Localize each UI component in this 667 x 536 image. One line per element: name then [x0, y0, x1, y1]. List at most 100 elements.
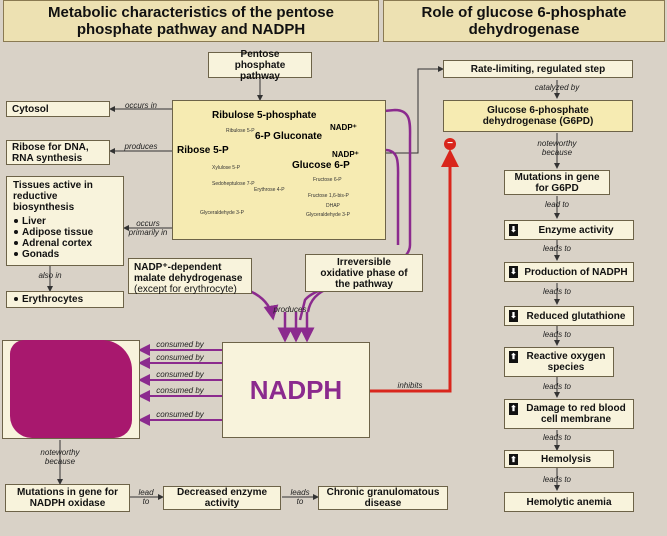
decreased-label: Decreased enzyme activity	[176, 487, 268, 509]
pathway-small-5: Fructose 6-P	[313, 177, 342, 183]
tissues-box: Tissues active in reductive biosynthesis…	[6, 176, 124, 266]
tissue-item: Gonads	[13, 249, 117, 260]
ppp-label-box: Pentose phosphate pathway	[208, 49, 312, 82]
reduced-glutathione-label: Reduced glutathione	[526, 310, 626, 322]
g6pd-box: Glucose 6-phosphate dehydrogenase (G6PD)	[443, 100, 633, 132]
cytosol-box: Cytosol	[6, 101, 110, 117]
produces-nadph-label: produces	[273, 305, 307, 314]
damage-box: ⬆ Damage to red blood cell membrane	[504, 399, 634, 429]
malate-label: NADP⁺-dependent malate dehydrogenase	[134, 262, 243, 284]
occurs-in-label: occurs in	[124, 101, 157, 110]
pathway-small-1: Xylulose 5-P	[212, 165, 241, 171]
cytosol-label: Cytosol	[12, 103, 49, 115]
production-nadph-label: Production of NADPH	[524, 266, 628, 278]
malate-note: (except for erythrocyte)	[134, 284, 237, 295]
malate-box: NADP⁺-dependent malate dehydrogenase (ex…	[128, 258, 252, 295]
hemolysis-box: ⬆ Hemolysis	[504, 450, 614, 468]
inhibition-minus-icon	[444, 138, 456, 150]
pathway-ribose: Ribose 5-P	[177, 145, 229, 156]
produces-label: produces	[124, 142, 158, 151]
ros-label: Reactive oxygen species	[526, 351, 606, 373]
consumed-label: consumed by	[156, 340, 204, 349]
leads-to-label: leads to	[542, 475, 572, 484]
pathway-small-3: Erythrose 4-P	[254, 187, 285, 193]
reduced-glutathione-box: ⬇ Reduced glutathione	[504, 306, 634, 326]
tissues-list: Liver Adipose tissue Adrenal cortex Gona…	[13, 216, 117, 260]
catalyzed-by-label: catalyzed by	[534, 83, 580, 92]
ppp-label: Pentose phosphate pathway	[234, 48, 286, 82]
pathway-glucose: Glucose 6-P	[292, 160, 350, 171]
header-right: Role of glucose 6-phosphate dehydrogenas…	[383, 0, 665, 42]
enzyme-activity-box: ⬇ Enzyme activity	[504, 220, 634, 240]
hemolysis-label: Hemolysis	[540, 453, 592, 465]
pathway-ribulose: Ribulose 5-phosphate	[212, 110, 317, 121]
leads-to-label: leads to	[290, 488, 310, 506]
leads-to-label: leads to	[542, 244, 572, 253]
arrow-to-rate-limiting	[386, 66, 444, 154]
consumed-label: consumed by	[156, 370, 204, 379]
down-arrow-icon: ⬇	[509, 266, 518, 278]
anemia-box: Hemolytic anemia	[504, 492, 634, 512]
leads-to-label: leads to	[542, 433, 572, 442]
inhibits-label: inhibits	[397, 381, 423, 390]
anemia-label: Hemolytic anemia	[526, 496, 612, 508]
pathway-small-8: Glyceraldehyde 3-P	[306, 212, 350, 218]
also-in-label: also in	[38, 271, 62, 280]
pathway-small-2: Sedoheptulose 7-P	[212, 181, 255, 187]
damage-label: Damage to red blood cell membrane	[526, 403, 626, 425]
tissue-item: Adipose tissue	[13, 227, 117, 238]
down-arrow-icon: ⬇	[509, 224, 518, 236]
lead-to-label: lead to	[138, 488, 154, 506]
consumed-label: consumed by	[156, 353, 204, 362]
pathway-small-6: Fructose 1,6-bis-P	[308, 193, 349, 199]
ribose-dna-label: Ribose for DNA, RNA synthesis	[12, 141, 89, 164]
noteworthy-left-label: noteworthy because	[40, 448, 80, 466]
lead-to-right-label: lead to	[544, 200, 570, 209]
redaction-mark	[10, 340, 132, 438]
rate-limiting-box: Rate-limiting, regulated step	[443, 60, 633, 78]
leads-to-label: leads to	[542, 330, 572, 339]
oxidative-label: Irreversible oxidative phase of the path…	[320, 256, 408, 290]
leads-to-label: leads to	[542, 287, 572, 296]
pathway-gluconate: 6-P Gluconate	[255, 131, 323, 142]
tissues-title: Tissues active in reductive biosynthesis	[13, 180, 93, 213]
mutations-g6pd-label: Mutations in gene for G6PD	[514, 171, 600, 194]
mutations-nadph-box: Mutations in gene for NADPH oxidase	[5, 484, 130, 512]
pathway-box	[172, 100, 386, 240]
down-arrow-icon: ⬇	[509, 310, 518, 322]
consumed-label: consumed by	[156, 410, 204, 419]
noteworthy-right-label: noteworthy because	[537, 139, 577, 157]
tissue-item: Adrenal cortex	[13, 238, 117, 249]
consumed-label: consumed by	[156, 386, 204, 395]
mutations-nadph-label: Mutations in gene for NADPH oxidase	[16, 487, 119, 509]
pathway-small-4: Glyceraldehyde 3-P	[200, 210, 244, 216]
pathway-nadp-1: NADP⁺	[330, 123, 357, 132]
pathway-small-0: Ribulose 5-P	[226, 128, 255, 134]
nadph-label: NADPH	[249, 375, 343, 405]
mutations-g6pd-box: Mutations in gene for G6PD	[504, 170, 610, 195]
granulomatous-label: Chronic granulomatous disease	[326, 487, 440, 509]
erythrocytes-list: Erythrocytes	[13, 294, 117, 305]
arrow-inhibits	[370, 149, 459, 393]
up-arrow-icon: ⬆	[509, 454, 518, 465]
erythrocytes-box: Erythrocytes	[6, 291, 124, 308]
pathway-nadp-2: NADP⁺	[332, 150, 359, 159]
up-arrow-icon: ⬆	[509, 351, 518, 363]
pathway-small-7: DHAP	[326, 203, 340, 209]
header-left-text: Metabolic characteristics of the pentose…	[48, 4, 334, 38]
oxidative-box: Irreversible oxidative phase of the path…	[305, 254, 423, 292]
rate-limiting-label: Rate-limiting, regulated step	[470, 63, 606, 75]
g6pd-label: Glucose 6-phosphate dehydrogenase (G6PD)	[482, 105, 594, 127]
leads-to-label: leads to	[542, 382, 572, 391]
header-right-text: Role of glucose 6-phosphate dehydrogenas…	[421, 4, 627, 38]
occurs-primarily-label: occurs primarily in	[128, 219, 168, 237]
decreased-box: Decreased enzyme activity	[163, 486, 281, 510]
tissue-item: Liver	[13, 216, 117, 227]
enzyme-activity-label: Enzyme activity	[538, 224, 614, 236]
ros-box: ⬆ Reactive oxygen species	[504, 347, 614, 377]
minus-glyph: −	[447, 138, 453, 149]
production-nadph-box: ⬇ Production of NADPH	[504, 262, 634, 282]
erythrocytes-label: Erythrocytes	[13, 294, 117, 305]
up-arrow-icon: ⬆	[509, 403, 518, 415]
